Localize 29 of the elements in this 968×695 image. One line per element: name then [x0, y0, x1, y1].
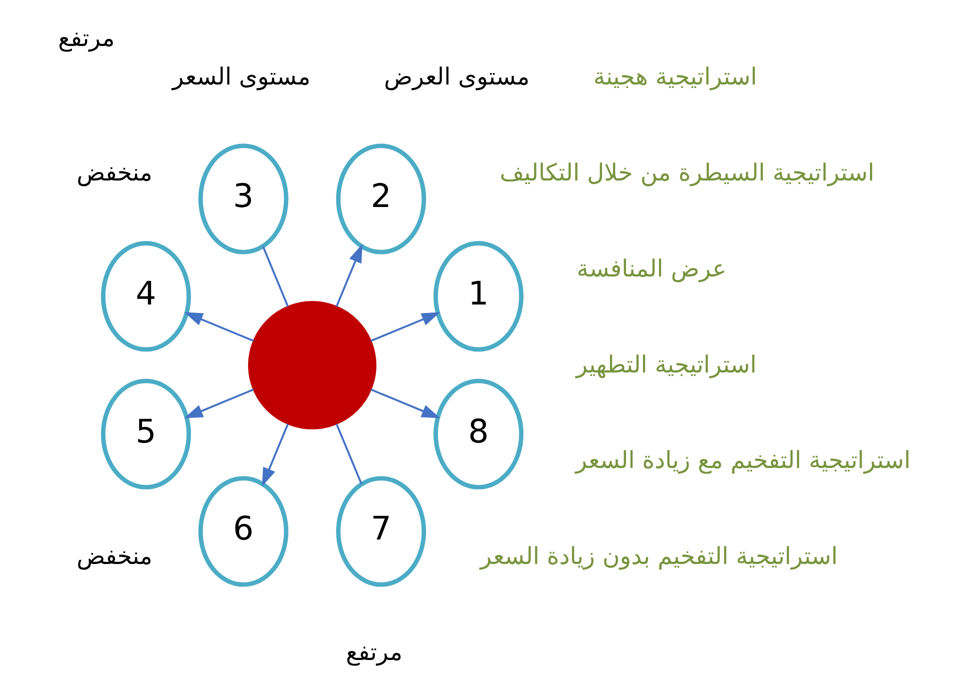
arrow	[370, 312, 440, 342]
connector	[335, 423, 362, 484]
label: منخفض	[76, 542, 152, 570]
label: استراتيجية التطهير	[576, 350, 756, 378]
label: استراتيجية هجينة	[592, 62, 757, 91]
node-ellipse: 7	[336, 476, 426, 587]
label: مرتفع	[58, 24, 114, 52]
label: استراتيجية التفخيم بدون زيادة السعر	[480, 542, 838, 570]
arrow	[262, 423, 288, 486]
node-ellipse: 6	[198, 476, 288, 587]
node-ellipse: 5	[100, 378, 190, 490]
node-ellipse: 4	[100, 241, 190, 352]
label: منخفض	[76, 158, 152, 186]
label: مستوى السعر	[172, 62, 310, 91]
node-ellipse: 8	[433, 378, 523, 490]
label: مستوى العرض	[384, 62, 530, 91]
node-ellipse: 3	[198, 144, 288, 254]
label: استراتيجية التفخيم مع زيادة السعر	[575, 446, 910, 474]
arrow	[370, 388, 440, 418]
node-circle	[248, 301, 376, 430]
label: استراتيجية السيطرة من خلال التكاليف	[499, 158, 874, 186]
label: عرض المنافسة	[576, 254, 726, 282]
arrow	[184, 388, 254, 418]
arrow	[335, 244, 362, 307]
node-ellipse: 1	[433, 241, 523, 352]
arrow	[184, 312, 254, 342]
node-ellipse: 2	[336, 144, 426, 254]
label: مرتفع	[345, 638, 402, 666]
connector	[262, 246, 288, 307]
